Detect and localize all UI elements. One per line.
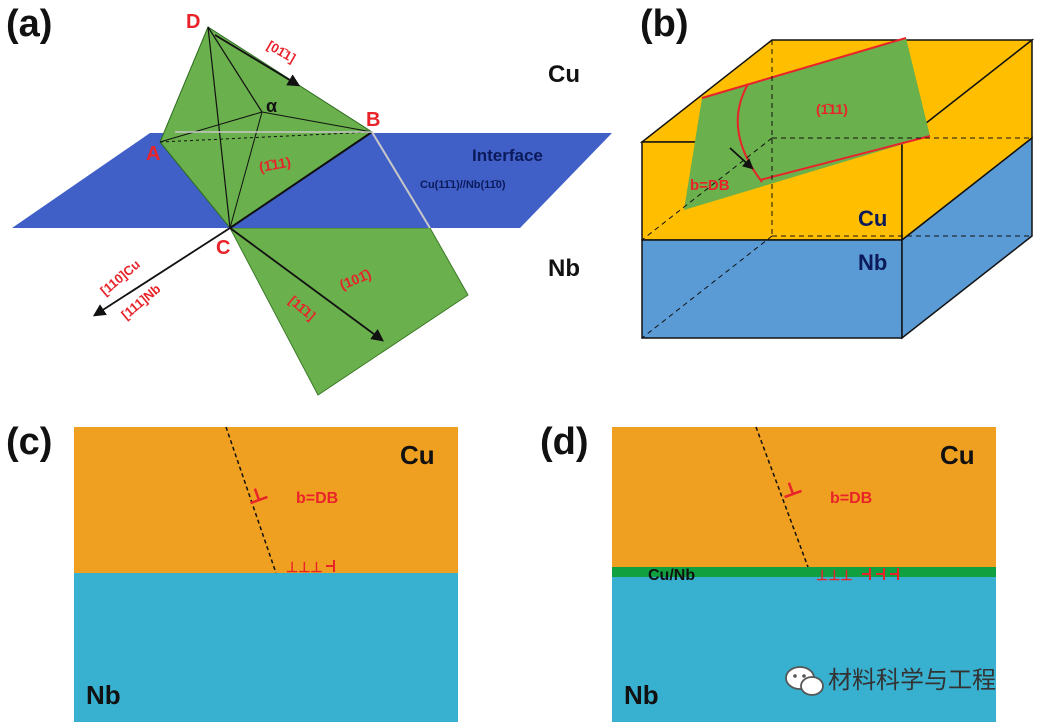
direction-top-label: [01̄1] (265, 38, 299, 66)
panel-c-label: (c) (6, 421, 52, 463)
interface-title: Interface (472, 146, 543, 165)
dislocation-line-curve (736, 83, 763, 183)
edge-center-a (159, 111, 263, 143)
phase-cu-label-b: Cu (858, 206, 887, 231)
angle-alpha-label: α (266, 96, 277, 116)
dislocation-symbols-d-right (862, 568, 899, 580)
direction-cu-label: [110]Cu (97, 257, 143, 299)
slip-trace-top (701, 37, 907, 99)
arrow-110cu (92, 227, 231, 317)
cu-region-d (612, 427, 996, 567)
point-a-label: A (146, 143, 160, 165)
point-b-label: B (366, 109, 380, 131)
dislocation-symbol-c-interface (326, 560, 335, 572)
panel-b: (b) (1̄11) b=DB Cu Nb (639, 3, 1035, 340)
interface-relation: Cu(11̄1)//Nb(11̄0) (420, 179, 506, 191)
point-c-label: C (216, 237, 230, 259)
dislocation-symbol-d (784, 482, 802, 499)
point-d-label: D (186, 11, 200, 33)
slip-trace-d (755, 426, 809, 568)
phase-cu-label-a: Cu (548, 61, 580, 88)
cube-burgers-label: b=DB (690, 177, 730, 194)
dislocation-symbol-c (250, 488, 268, 505)
edge-a-b-dashed (159, 131, 373, 143)
phase-cu-label-c: Cu (400, 440, 435, 470)
nb-region-d (612, 577, 996, 722)
edge-b-c (229, 131, 373, 229)
wechat-icon (785, 666, 824, 696)
interface-dislocations-d: ⊥⊥⊥ (816, 567, 853, 583)
cu-region-c (74, 427, 458, 573)
burgers-label-d: b=DB (830, 490, 872, 507)
interlayer-label: Cu/Nb (648, 567, 695, 584)
direction-nb-label: [111]Nb (118, 281, 163, 322)
hidden-edge-mid-diag (641, 137, 773, 241)
panel-c: (c) b=DB ⊥⊥⊥ Cu Nb (6, 421, 458, 722)
phase-nb-label-c: Nb (86, 680, 121, 710)
phase-nb-label-b: Nb (858, 250, 887, 275)
phase-nb-label-d: Nb (624, 680, 659, 710)
hidden-edge-diag (641, 235, 773, 339)
slip-trace-bottom (759, 135, 931, 181)
arrow-01-1 (214, 34, 301, 87)
edge-b-lower (371, 131, 431, 229)
cube-plane-label: (1̄11) (816, 101, 848, 117)
lower-slip-plane (229, 227, 469, 396)
arrow-1-11 (229, 227, 385, 342)
interface-dislocations-c: ⊥⊥⊥ (286, 559, 323, 575)
panel-a-label: (a) (6, 3, 52, 45)
edge-d-center (207, 26, 263, 113)
edge-d-c (207, 26, 231, 229)
slip-trace-c (225, 426, 277, 574)
panel-d-label: (d) (540, 421, 589, 463)
watermark-text: 材料科学与工程 (828, 666, 996, 694)
nb-right-face (901, 136, 1033, 340)
phase-cu-label-d: Cu (940, 440, 975, 470)
panel-d: (d) b=DB ⊥⊥⊥ Cu/Nb Cu Nb (540, 421, 996, 722)
burgers-label-c: b=DB (296, 490, 338, 507)
plane-upper-label: (1̄11) (258, 154, 292, 175)
burgers-arrow (729, 147, 754, 170)
phase-nb-label-a: Nb (548, 255, 580, 282)
interface-plane (12, 133, 612, 228)
watermark: 材料科学与工程 (785, 666, 996, 696)
panel-a: (a) D A B C α (1̄11) (101̄) [01̄1] [11̄1… (6, 3, 612, 396)
panel-b-label: (b) (640, 3, 689, 45)
edge-center-b (261, 111, 373, 133)
nb-region-c (74, 573, 458, 722)
interlayer-d (612, 567, 996, 577)
